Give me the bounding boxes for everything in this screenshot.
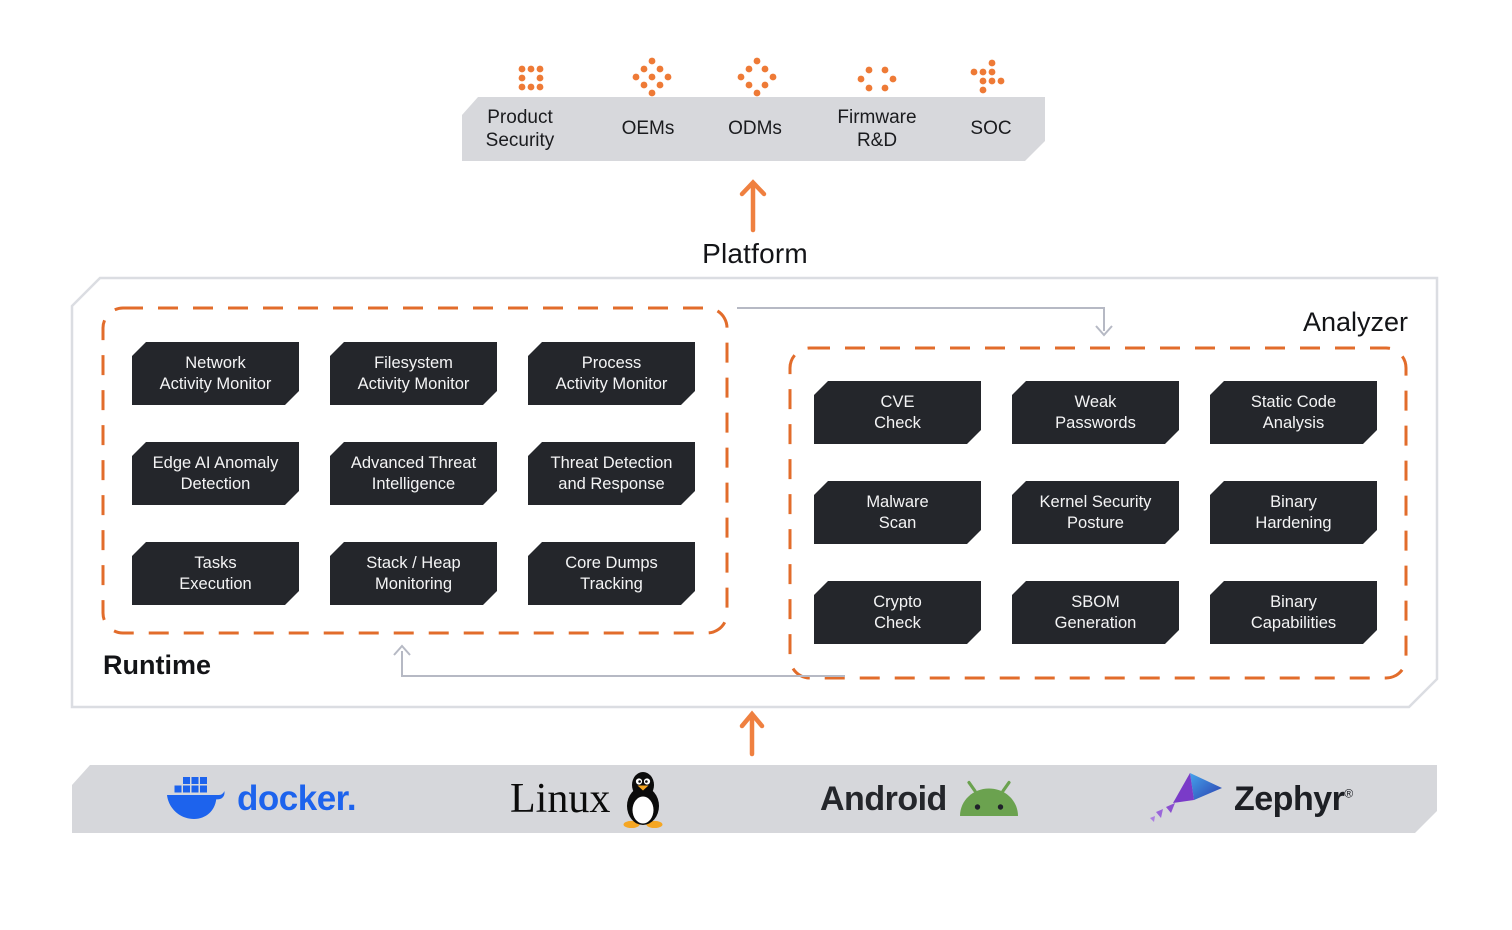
module-network-activity-monitor: Network Activity Monitor <box>132 342 299 405</box>
module-stack-heap-monitoring: Stack / Heap Monitoring <box>330 542 497 605</box>
dots-square-icon <box>518 65 544 91</box>
android-robot-icon <box>957 780 1021 818</box>
dots-diamond-icon <box>737 57 777 97</box>
os-logos-bar: docker. Linux Android <box>72 765 1437 833</box>
module-filesystem-activity-monitor: Filesystem Activity Monitor <box>330 342 497 405</box>
analyzer-to-runtime-arrow <box>393 644 845 677</box>
dots-arrow-icon <box>970 59 1005 94</box>
runtime-section-label: Runtime <box>103 650 211 680</box>
runtime-to-analyzer-arrow <box>737 307 1113 337</box>
bar-item-product-security: Product Security <box>485 106 555 151</box>
module-process-activity-monitor: Process Activity Monitor <box>528 342 695 405</box>
bar-item-soc: SOC <box>970 118 1012 140</box>
module-threat-detection-response: Threat Detection and Response <box>528 442 695 505</box>
os-up-arrow <box>739 710 765 757</box>
docker-wordmark: docker. <box>237 779 357 818</box>
module-crypto-check: Crypto Check <box>814 581 981 644</box>
bar-item-oems: OEMs <box>621 118 675 140</box>
docker-logo: docker. <box>165 765 356 833</box>
module-core-dumps-tracking: Core Dumps Tracking <box>528 542 695 605</box>
module-tasks-execution: Tasks Execution <box>132 542 299 605</box>
zephyr-kite-icon <box>1150 772 1224 826</box>
platform-up-arrow <box>739 179 767 233</box>
android-logo: Android <box>820 765 1021 833</box>
dots-diamond-filled-icon <box>632 57 672 97</box>
module-static-code-analysis: Static Code Analysis <box>1210 381 1377 444</box>
runtime-dashed-frame <box>101 306 729 635</box>
android-wordmark: Android <box>820 779 947 818</box>
registered-mark: ® <box>1344 786 1353 801</box>
module-malware-scan: Malware Scan <box>814 481 981 544</box>
docker-whale-icon <box>165 776 227 822</box>
analyzer-dashed-frame <box>788 346 1408 680</box>
zephyr-logo: Zephyr® <box>1150 765 1353 833</box>
platform-label: Platform <box>702 238 808 269</box>
platform-users-bar: Product Security OEMs ODMs Firmware R&D … <box>462 97 1045 161</box>
bar-item-odms: ODMs <box>728 118 782 140</box>
module-advanced-threat-intelligence: Advanced Threat Intelligence <box>330 442 497 505</box>
module-edge-ai-anomaly-detection: Edge AI Anomaly Detection <box>132 442 299 505</box>
dots-brackets-icon <box>857 66 897 92</box>
module-binary-hardening: Binary Hardening <box>1210 481 1377 544</box>
module-kernel-security-posture: Kernel Security Posture <box>1012 481 1179 544</box>
module-cve-check: CVE Check <box>814 381 981 444</box>
tux-penguin-icon <box>620 770 666 828</box>
module-sbom-generation: SBOM Generation <box>1012 581 1179 644</box>
bar-item-firmware-rd: Firmware R&D <box>837 106 917 151</box>
zephyr-wordmark: Zephyr® <box>1234 779 1353 818</box>
module-binary-capabilities: Binary Capabilities <box>1210 581 1377 644</box>
analyzer-section-label: Analyzer <box>1302 307 1408 337</box>
module-weak-passwords: Weak Passwords <box>1012 381 1179 444</box>
runtime-module-grid: Network Activity Monitor Filesystem Acti… <box>132 342 695 605</box>
linux-wordmark: Linux <box>510 776 611 822</box>
linux-logo: Linux <box>510 765 666 833</box>
analyzer-module-grid: CVE Check Weak Passwords Static Code Ana… <box>814 381 1377 644</box>
